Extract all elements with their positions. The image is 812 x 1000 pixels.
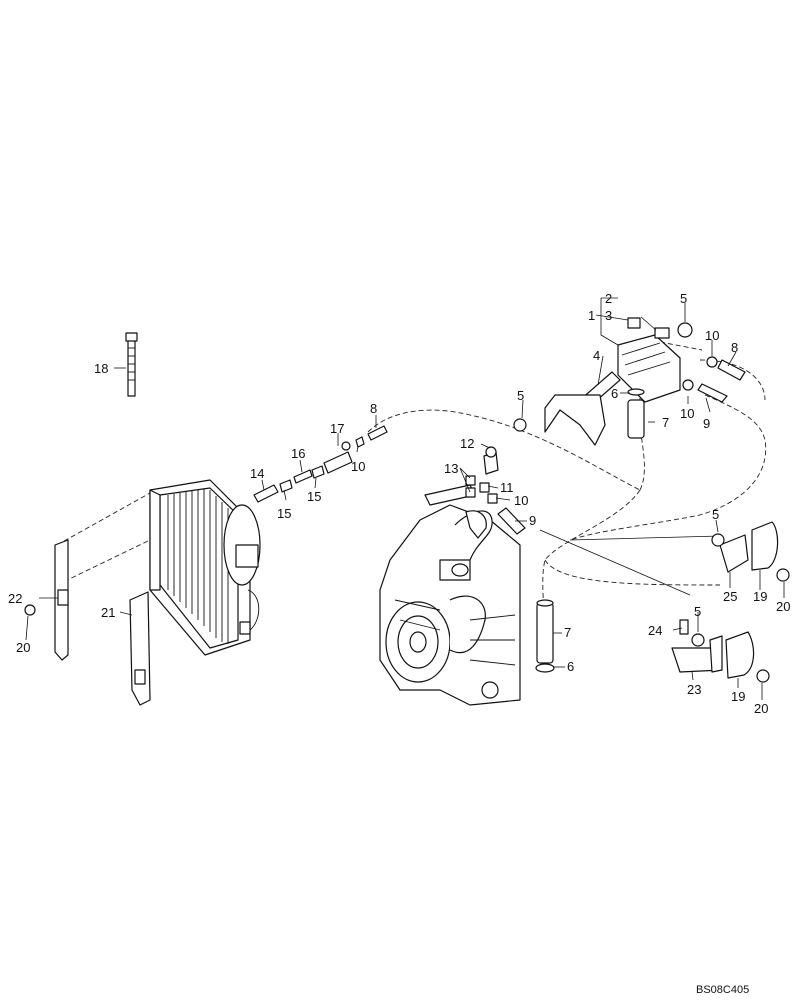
- callout-16: 16: [291, 446, 305, 461]
- fittings-engine: [465, 446, 526, 535]
- callout-9-engine: 9: [529, 513, 536, 528]
- callout-24: 24: [648, 623, 662, 638]
- callout-10-top: 10: [705, 328, 719, 343]
- callout-19-b: 19: [731, 689, 745, 704]
- callout-10-engine: 10: [514, 493, 528, 508]
- callout-8-right: 8: [731, 340, 738, 355]
- callout-5-top: 5: [680, 291, 687, 306]
- callout-21: 21: [101, 605, 115, 620]
- callout-10-right: 10: [680, 406, 694, 421]
- callout-7-bottom: 7: [564, 625, 571, 640]
- callout-19-a: 19: [753, 589, 767, 604]
- callout-5-bottom: 5: [694, 604, 701, 619]
- fittings-upper-left: [253, 425, 388, 503]
- callout-6-top: 6: [611, 386, 618, 401]
- callout-4: 4: [593, 348, 600, 363]
- callout-5-mid: 5: [517, 388, 524, 403]
- callout-10-left: 10: [351, 459, 365, 474]
- callout-2: 2: [605, 291, 612, 306]
- leader-lines: [25, 297, 785, 700]
- brackets-left: [54, 539, 151, 706]
- callout-20-b: 20: [754, 701, 768, 716]
- callout-9-right: 9: [703, 416, 710, 431]
- callout-8-left: 8: [370, 401, 377, 416]
- callout-23: 23: [687, 682, 701, 697]
- callout-11: 11: [500, 480, 514, 495]
- callout-5-lowright: 5: [712, 507, 719, 522]
- callout-18: 18: [94, 361, 108, 376]
- engine-block: [379, 484, 521, 706]
- callout-12: 12: [460, 436, 474, 451]
- callout-3: 3: [605, 308, 612, 323]
- cable-tie: [125, 332, 138, 397]
- callouts: 18 1 2 3 5 10 8 4 6 7 10 9 5 8 17 16 14 …: [8, 291, 790, 716]
- callout-15-a: 15: [277, 506, 291, 521]
- callout-1: 1: [588, 308, 595, 323]
- oil-cooler-assembly: [149, 479, 261, 656]
- callout-7-top: 7: [662, 415, 669, 430]
- brackets-lower-right: [24, 521, 790, 683]
- callout-20-left: 20: [16, 640, 30, 655]
- callout-25: 25: [723, 589, 737, 604]
- hose-lower: [535, 599, 555, 673]
- callout-13: 13: [444, 461, 458, 476]
- callout-14: 14: [250, 466, 264, 481]
- callout-6-bottom: 6: [567, 659, 574, 674]
- callout-17: 17: [330, 421, 344, 436]
- drawing-code: BS08C405: [696, 984, 749, 996]
- callout-15-b: 15: [307, 489, 321, 504]
- callout-22: 22: [8, 591, 22, 606]
- callout-20-a: 20: [776, 599, 790, 614]
- filter-assembly-right: [513, 317, 746, 446]
